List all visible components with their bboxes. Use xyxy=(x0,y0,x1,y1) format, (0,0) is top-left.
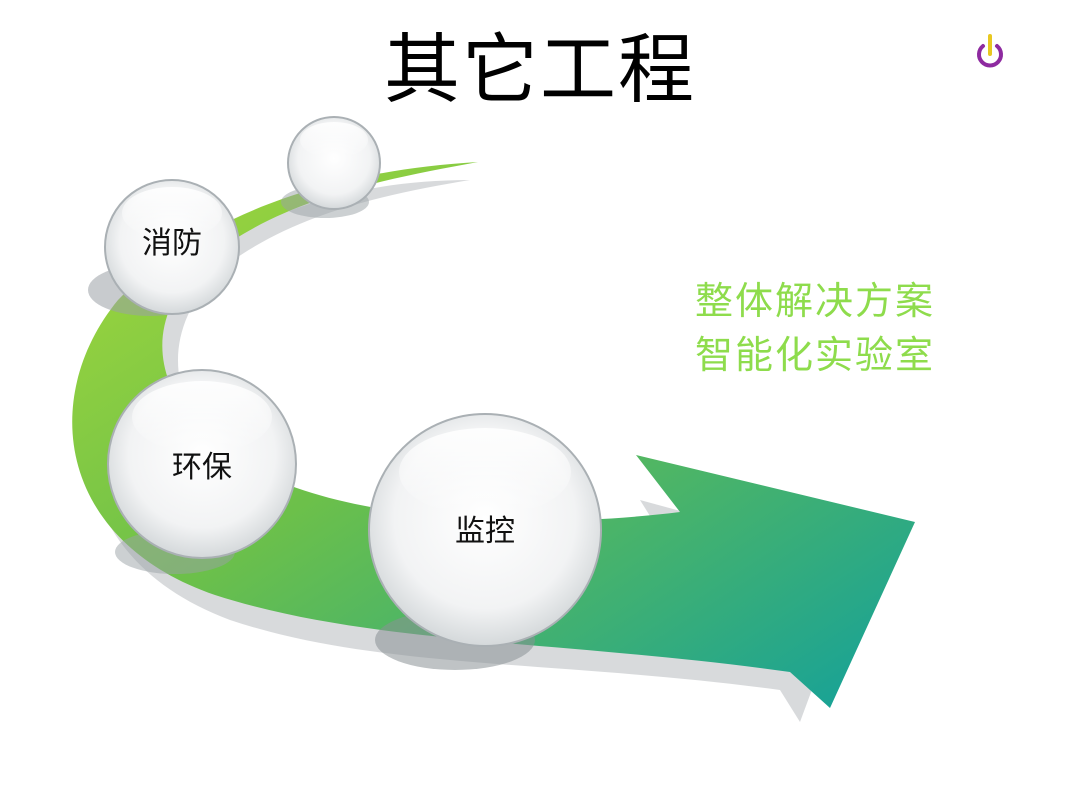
node-label-monitor: 监控 xyxy=(455,514,515,549)
node-label-fire: 消防 xyxy=(142,226,202,261)
curved-arrow xyxy=(72,162,915,708)
side-text-line: 智能化实验室 xyxy=(695,333,936,377)
process-node-monitor xyxy=(368,413,602,647)
process-node-small xyxy=(287,116,381,210)
side-text: 整体解决方案 智能化实验室 xyxy=(695,274,995,382)
slide-title: 其它工程 xyxy=(384,25,696,114)
node-label-env: 环保 xyxy=(172,450,232,485)
power-icon xyxy=(977,34,1003,68)
process-node-fire xyxy=(104,179,240,315)
side-text-line: 整体解决方案 xyxy=(695,279,936,323)
process-node-env xyxy=(107,369,297,559)
